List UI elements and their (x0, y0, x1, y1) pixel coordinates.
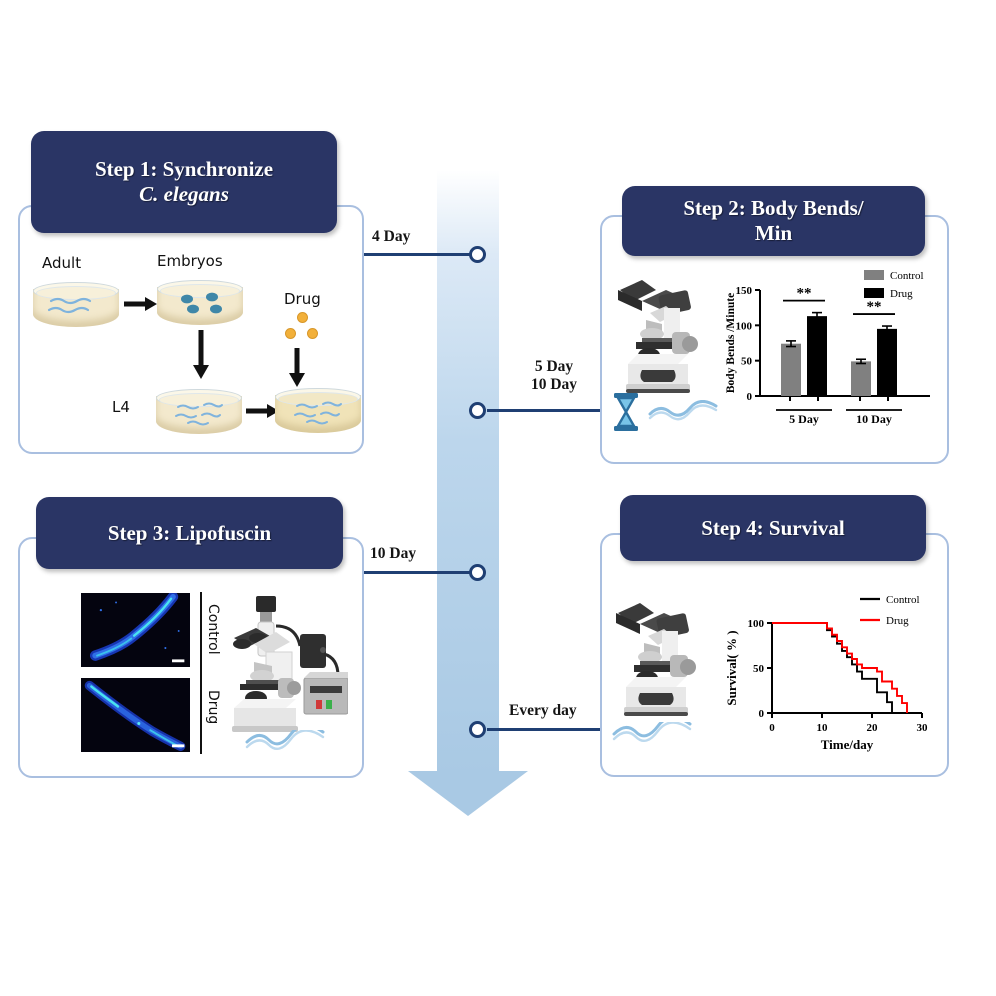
timeline-arrow-shaft (437, 170, 499, 775)
connector-dot-1 (469, 246, 486, 263)
svg-text:0: 0 (769, 722, 775, 734)
connector-line-2 (487, 409, 612, 412)
worm-icon (294, 401, 342, 425)
drug-pill-2 (285, 328, 296, 339)
microscope-icon (618, 280, 698, 393)
drug-pill-1 (297, 312, 308, 323)
fluorescence-label-control: Control (205, 604, 221, 655)
connector-dot-3 (469, 564, 486, 581)
drug-pill-3 (307, 328, 318, 339)
svg-text:**: ** (867, 299, 882, 315)
label-drug: Drug (284, 290, 321, 308)
connector-label-2-line2: 10 Day (530, 376, 578, 393)
svg-text:100: 100 (748, 618, 765, 630)
svg-text:100: 100 (736, 320, 753, 332)
connector-label-1: 4 Day (372, 228, 411, 245)
svg-text:Drug: Drug (886, 615, 909, 627)
connector-label-2-line1: 5 Day (534, 358, 574, 375)
arrow-l4-to-treated (246, 404, 279, 418)
step1-header-line1: Step 1: Synchronize (94, 157, 274, 182)
svg-text:0: 0 (759, 708, 765, 720)
worm-icon (245, 730, 325, 751)
svg-text:**: ** (797, 286, 812, 302)
svg-text:50: 50 (741, 356, 753, 368)
svg-text:0: 0 (747, 391, 753, 403)
worm-icon (648, 400, 718, 421)
embryo-icon (181, 292, 222, 314)
svg-text:5 Day: 5 Day (789, 412, 819, 426)
arrow-embryos-to-l4 (193, 330, 209, 379)
worm-icon (47, 297, 92, 314)
hourglass-icon (614, 393, 638, 431)
fluorescence-microscope-icon (232, 596, 348, 732)
svg-text:Body Bends /Minute: Body Bends /Minute (725, 293, 737, 393)
step3-header: Step 3: Lipofuscin (36, 497, 343, 569)
fluorescence-label-drug: Drug (205, 690, 221, 725)
svg-text:Survival( % ): Survival( % ) (724, 630, 739, 705)
step1-header-line2: C. elegans (139, 182, 229, 206)
svg-text:10 Day: 10 Day (856, 412, 892, 426)
label-l4: L4 (112, 398, 130, 416)
connector-label-4: Every day (509, 702, 577, 719)
label-adult: Adult (42, 254, 82, 272)
worm-icon (612, 722, 692, 743)
step1-header: Step 1: Synchronize C. elegans (31, 131, 337, 233)
svg-text:Time/day: Time/day (821, 737, 874, 752)
petri-dish-treated (275, 388, 361, 434)
svg-text:Control: Control (886, 594, 920, 606)
petri-dish-l4 (156, 389, 242, 435)
timeline-arrow-head (408, 771, 528, 816)
microscope-icon (616, 603, 696, 716)
svg-text:50: 50 (753, 663, 765, 675)
step3-header-line1: Step 3: Lipofuscin (107, 520, 272, 545)
step4-header-line1: Step 4: Survival (701, 515, 845, 540)
fluorescence-image-drug (79, 676, 192, 754)
connector-line-1 (360, 253, 480, 256)
arrow-adult-to-embryos (124, 297, 157, 311)
petri-dish-embryos (157, 280, 243, 326)
step4-header: Step 4: Survival (620, 495, 926, 561)
svg-text:10: 10 (817, 722, 829, 734)
svg-text:150: 150 (736, 285, 753, 297)
svg-text:Drug: Drug (890, 288, 913, 300)
svg-text:30: 30 (917, 722, 929, 734)
connector-line-4 (487, 728, 612, 731)
connector-dot-4 (469, 721, 486, 738)
connector-dot-2 (469, 402, 486, 419)
fluorescence-image-control (79, 591, 192, 669)
body-bends-chart: 0 50 100 150 ** 5 Day ** 10 Day Body Bends /Minu… (725, 270, 930, 426)
connector-label-3: 10 Day (370, 545, 417, 562)
petri-dish-adult (33, 282, 119, 328)
image-divider (200, 592, 202, 754)
connector-line-3 (360, 571, 480, 574)
step2-header-line1: Step 2: Body Bends/ (683, 196, 864, 221)
svg-text:20: 20 (867, 722, 879, 734)
step2-header-line2: Min (754, 221, 793, 245)
svg-text:Control: Control (890, 270, 924, 282)
step2-header: Step 2: Body Bends/ Min (622, 186, 925, 256)
arrow-drug-to-dish (289, 348, 305, 387)
label-embryos: Embryos (157, 252, 223, 270)
worm-icon (175, 402, 223, 426)
